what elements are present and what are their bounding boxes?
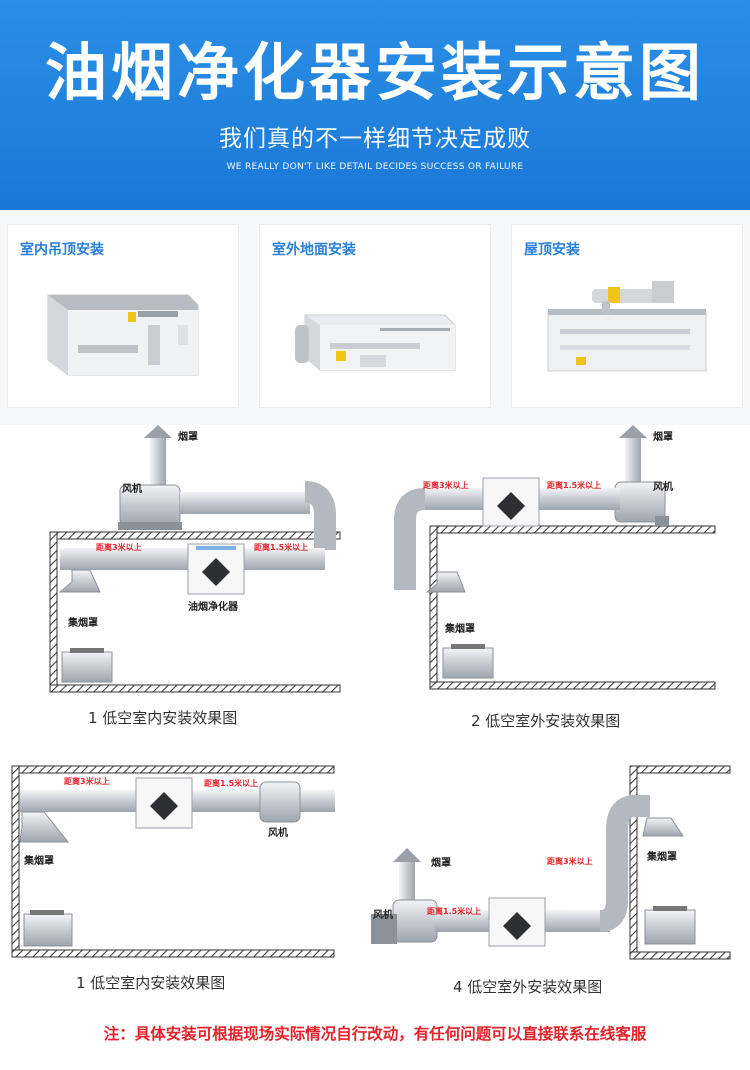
diagram-outdoor-illustration	[371, 765, 731, 960]
label-fan: 风机	[122, 484, 142, 495]
distance-label-3m: 距离3米以上	[96, 543, 142, 552]
label-fan: 风机	[373, 910, 393, 921]
ceiling-install-illustration	[47, 294, 199, 376]
label-hood: 集烟罩	[445, 624, 475, 635]
distance-label-1-5m: 距离1.5米以上	[427, 907, 482, 916]
diagram-indoor-low-1: 烟罩 风机 集烟罩 油烟净化器 距离3米以上 距离1.5米以上 1 低空室内安装…	[0, 420, 375, 740]
distance-label-1-5m: 距离1.5米以上	[254, 543, 309, 552]
page-tagline: WE REALLY DON'T LIKE DETAIL DECIDES SUCC…	[226, 162, 524, 172]
diagram-indoor-illustration	[11, 765, 335, 958]
roof-install-illustration	[547, 281, 707, 372]
distance-label-1-5m: 距离1.5米以上	[547, 481, 602, 490]
diagram-caption: 1 低空室内安装效果图	[76, 974, 226, 992]
label-fan: 风机	[653, 482, 673, 493]
label-smoke-cap: 烟罩	[431, 858, 451, 869]
install-card-title: 屋顶安装	[524, 242, 580, 258]
install-card-title: 室内吊顶安装	[20, 242, 104, 258]
diagram-indoor-illustration	[49, 425, 341, 693]
install-card-roof: 屋顶安装	[511, 224, 743, 408]
label-smoke-cap: 烟罩	[653, 432, 673, 443]
footer-note: 注：具体安装可根据现场实际情况自行改动，有任何问题可以直接联系在线客服	[103, 1025, 647, 1043]
diagram-indoor-low-3: 风机 集烟罩 距离3米以上 距离1.5米以上 1 低空室内安装效果图	[0, 760, 375, 1000]
install-card-title: 室外地面安装	[272, 242, 356, 258]
label-fan: 风机	[268, 828, 288, 839]
install-types-section: 室内吊顶安装 室外地面安装 屋顶安装	[0, 210, 750, 425]
distance-label-3m: 距离3米以上	[64, 777, 110, 786]
label-hood: 集烟罩	[647, 852, 677, 863]
page-subtitle: 我们真的不一样细节决定成败	[219, 126, 531, 152]
distance-label-3m: 距离3米以上	[423, 481, 469, 490]
ground-install-illustration	[295, 314, 456, 371]
diagram-outdoor-low-2: 烟罩 风机 集烟罩 距离3米以上 距离1.5米以上 2 低空室外安装效果图	[375, 420, 750, 740]
diagram-caption: 2 低空室外安装效果图	[471, 712, 621, 730]
header-banner: 油烟净化器安装示意图 我们真的不一样细节决定成败 WE REALLY DON'T…	[0, 0, 750, 210]
page-title: 油烟净化器安装示意图	[44, 36, 705, 109]
diagram-outdoor-illustration	[394, 425, 716, 690]
diagram-outdoor-low-4: 烟罩 风机 集烟罩 距离3米以上 距离1.5米以上 4 低空室外安装效果图	[365, 760, 750, 1000]
distance-label-3m: 距离3米以上	[547, 857, 593, 866]
install-card-ceiling: 室内吊顶安装	[7, 224, 239, 408]
label-hood: 集烟罩	[68, 618, 98, 629]
label-purifier: 油烟净化器	[188, 602, 238, 613]
label-hood: 集烟罩	[24, 856, 54, 867]
label-smoke-cap: 烟罩	[178, 432, 198, 443]
install-card-ground: 室外地面安装	[259, 224, 491, 408]
diagram-caption: 4 低空室外安装效果图	[453, 978, 603, 996]
diagram-caption: 1 低空室内安装效果图	[88, 709, 238, 727]
distance-label-1-5m: 距离1.5米以上	[204, 779, 259, 788]
